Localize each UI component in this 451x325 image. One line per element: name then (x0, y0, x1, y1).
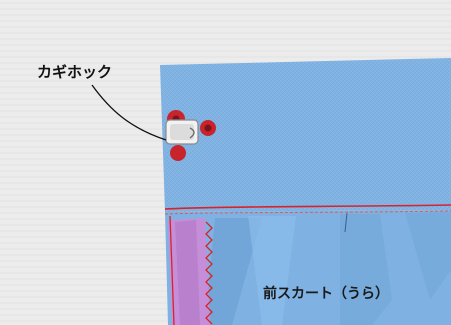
pleat-shadow (205, 218, 262, 325)
waistband-stitch (164, 204, 451, 210)
hook-label: カギホック (37, 63, 113, 81)
leader-line (91, 84, 167, 141)
pleat-highlight (248, 216, 296, 325)
hook-and-eye-fastener-icon (165, 110, 216, 161)
overlock-stitch (205, 221, 213, 325)
pleat-shadow (340, 214, 392, 325)
waistband-fabric (160, 58, 451, 212)
pin-mark (344, 212, 348, 233)
waistband-stitch-secondary (164, 210, 451, 215)
seam-allowance-shade (175, 220, 200, 325)
front-skirt-label: 前スカート（うら） (263, 286, 389, 302)
side-seam-stitch (169, 215, 175, 325)
pleat-shadow (405, 212, 451, 300)
